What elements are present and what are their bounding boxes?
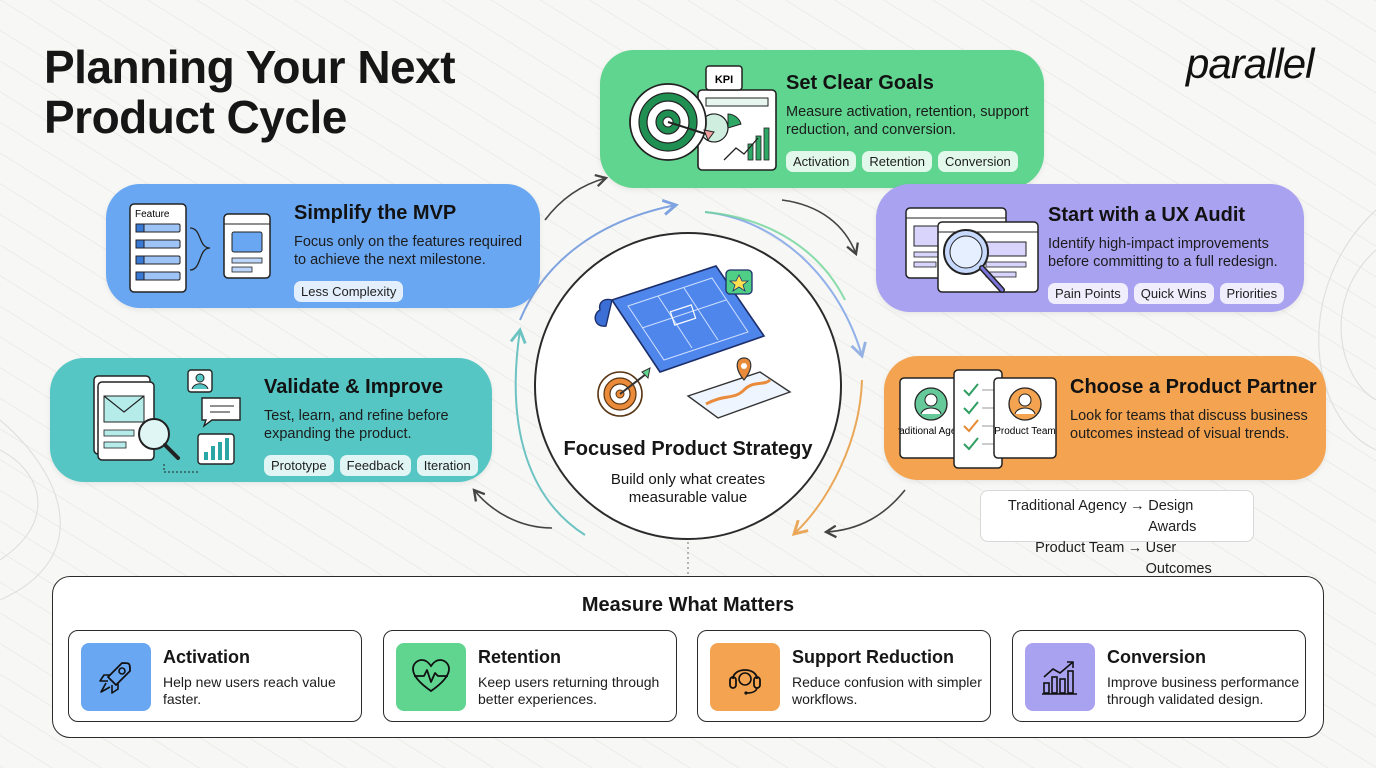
metric-title: Conversion xyxy=(1107,647,1207,667)
metric-title: Retention xyxy=(478,647,561,667)
feature-label: Feature xyxy=(135,209,170,220)
card-ux-audit: Start with a UX Audit Identify high-impa… xyxy=(876,184,1304,312)
arrow-right-icon: → xyxy=(1127,540,1143,556)
chip-feedback: Feedback xyxy=(339,455,411,476)
metric-card-activation: Activation Help new users reach value fa… xyxy=(68,630,362,722)
card-set-clear-goals: KPI Set Clear Goals Measure activation, … xyxy=(600,50,1044,188)
audit-title: Start with a UX Audit xyxy=(1048,204,1246,226)
agency-vs-team-icon: Traditional Agency Product Team xyxy=(898,369,1057,469)
card-product-partner: Traditional Agency Product Team Choose a… xyxy=(884,356,1326,480)
validate-title: Validate & Improve xyxy=(264,376,443,398)
comparison-to: Design Awards xyxy=(1148,498,1197,535)
mvp-text: Focus only on the features required to a… xyxy=(294,234,523,268)
magnifier-audit-icon xyxy=(905,207,1039,293)
chip-less-complexity: Less Complexity xyxy=(294,281,404,302)
center-subtitle: Build only what creates measurable value xyxy=(610,471,766,506)
arrow-right-icon: → xyxy=(1130,498,1145,514)
metric-text: Improve business performance through val… xyxy=(1107,674,1300,707)
metric-text: Help new users reach value faster. xyxy=(163,674,336,707)
metric-card-support-reduction: Support Reduction Reduce confusion with … xyxy=(697,630,991,722)
comparison-row: Product Team → User Outcomes xyxy=(991,538,1243,580)
validate-text: Test, learn, and refine before expanding… xyxy=(264,408,449,442)
partner-text: Look for teams that discuss business out… xyxy=(1070,408,1308,442)
center-title: Focused Product Strategy xyxy=(563,438,813,460)
blueprint-strategy-icon xyxy=(594,265,792,419)
feature-list-icon: Feature xyxy=(129,203,271,293)
target-kpi-icon: KPI xyxy=(629,65,777,171)
metric-card-retention: Retention Keep users returning through b… xyxy=(383,630,677,722)
comparison-from: Product Team xyxy=(1035,540,1125,556)
metric-text: Keep users returning through better expe… xyxy=(478,674,660,707)
traditional-agency-label: Traditional Agency xyxy=(898,426,972,437)
chip-iteration: Iteration xyxy=(416,455,478,476)
rocket-icon xyxy=(81,643,151,711)
feedback-analysis-icon xyxy=(93,369,241,473)
center-text: Focused Product Strategy Build only what… xyxy=(534,438,842,507)
comparison-to: User Outcomes xyxy=(1145,540,1212,577)
audit-text: Identify high-impact improvements before… xyxy=(1048,236,1278,270)
product-team-label: Product Team xyxy=(994,426,1056,437)
goals-text: Measure activation, retention, support r… xyxy=(786,104,1029,138)
brand-logo: parallel xyxy=(1186,40,1314,87)
metric-title: Support Reduction xyxy=(792,647,954,667)
headset-icon xyxy=(710,643,780,711)
chip-activation: Activation xyxy=(786,151,857,172)
metric-text: Reduce confusion with simpler workflows. xyxy=(792,674,982,707)
chip-priorities: Priorities xyxy=(1219,283,1285,304)
comparison-from: Traditional Agency xyxy=(1007,498,1127,514)
goals-title: Set Clear Goals xyxy=(786,72,934,94)
chip-conversion: Conversion xyxy=(938,151,1018,172)
mvp-title: Simplify the MVP xyxy=(294,202,457,224)
chip-retention: Retention xyxy=(862,151,933,172)
card-simplify-mvp: Feature Simplify the MVP Focus only on t… xyxy=(106,184,540,308)
partner-title: Choose a Product Partner xyxy=(1070,376,1317,398)
chip-prototype: Prototype xyxy=(264,455,334,476)
heart-pulse-icon xyxy=(396,643,466,711)
card-validate-improve: Validate & Improve Test, learn, and refi… xyxy=(50,358,492,482)
comparison-box: Traditional Agency → Design Awards Produ… xyxy=(980,490,1254,577)
metric-card-conversion: Conversion Improve business performance … xyxy=(1012,630,1306,722)
kpi-label: KPI xyxy=(715,74,733,86)
measure-title: Measure What Matters xyxy=(581,594,795,616)
chip-pain-points: Pain Points xyxy=(1048,283,1128,304)
growth-chart-icon xyxy=(1025,643,1095,711)
chip-quick-wins: Quick Wins xyxy=(1133,283,1214,304)
page-title: Planning Your Next Product Cycle xyxy=(44,41,456,143)
metric-title: Activation xyxy=(163,647,251,667)
comparison-row: Traditional Agency → Design Awards xyxy=(991,496,1243,538)
